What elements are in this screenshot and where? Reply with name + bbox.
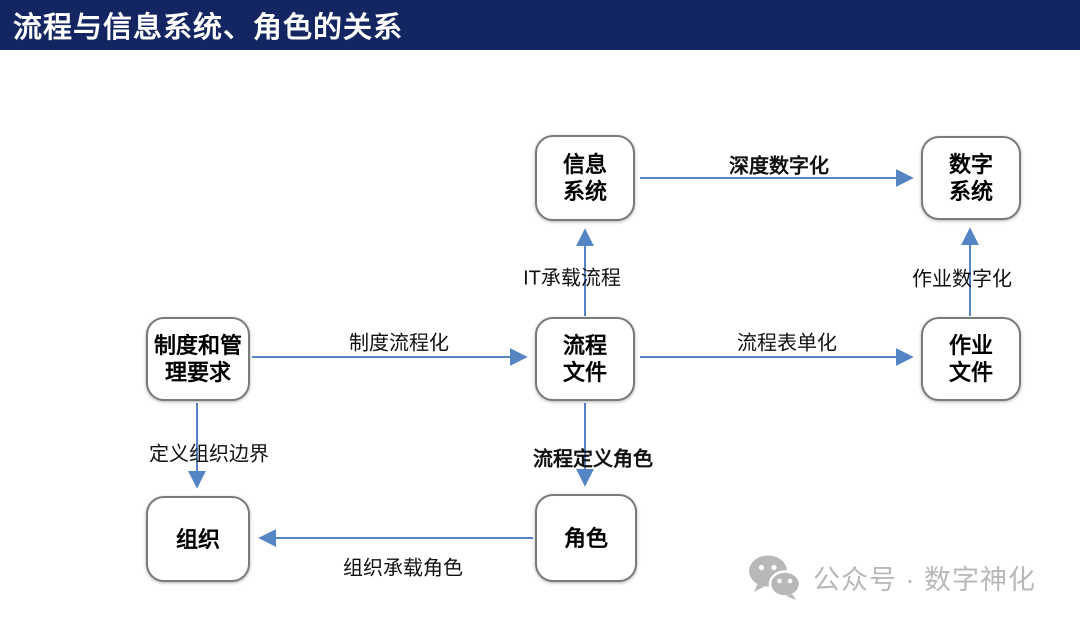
node-label-process-document: 流程 文件 bbox=[562, 333, 607, 385]
edge-label-org-carries-role: 组织承载角色 bbox=[343, 557, 463, 580]
edge-label-process-to-form: 流程表单化 bbox=[737, 332, 837, 355]
node-label-policy-requirements: 制度和管 理要求 bbox=[153, 333, 242, 385]
node-process-document: 流程 文件 bbox=[535, 317, 635, 401]
node-organization: 组织 bbox=[146, 496, 250, 582]
slide-header-bar: 流程与信息系统、角色的关系 bbox=[0, 0, 1080, 50]
node-work-document: 作业 文件 bbox=[921, 317, 1021, 401]
node-digital-system: 数字 系统 bbox=[921, 136, 1021, 220]
node-label-digital-system: 数字 系统 bbox=[948, 152, 993, 204]
watermark-text: 公众号 · 数字神化 bbox=[813, 564, 1036, 595]
node-label-organization: 组织 bbox=[175, 526, 220, 552]
edge-label-deep-digitalization: 深度数字化 bbox=[729, 155, 829, 178]
watermark: 公众号 · 数字神化 bbox=[747, 552, 1036, 602]
node-info-system: 信息 系统 bbox=[535, 135, 635, 221]
wechat-icon bbox=[749, 555, 802, 600]
edge-label-define-org-boundary: 定义组织边界 bbox=[149, 443, 269, 466]
node-label-role: 角色 bbox=[563, 525, 608, 551]
edge-label-policy-to-process: 制度流程化 bbox=[349, 332, 449, 355]
node-role: 角色 bbox=[535, 494, 637, 582]
edge-label-process-defines-role: 流程定义角色 bbox=[533, 448, 653, 471]
node-label-info-system: 信息 系统 bbox=[562, 152, 607, 204]
edge-label-it-carries-process: IT承载流程 bbox=[523, 267, 621, 290]
page-title: 流程与信息系统、角色的关系 bbox=[13, 12, 404, 44]
node-label-work-document: 作业 文件 bbox=[948, 333, 993, 385]
edge-label-work-digitalization: 作业数字化 bbox=[912, 268, 1012, 291]
node-policy-requirements: 制度和管 理要求 bbox=[146, 317, 250, 401]
